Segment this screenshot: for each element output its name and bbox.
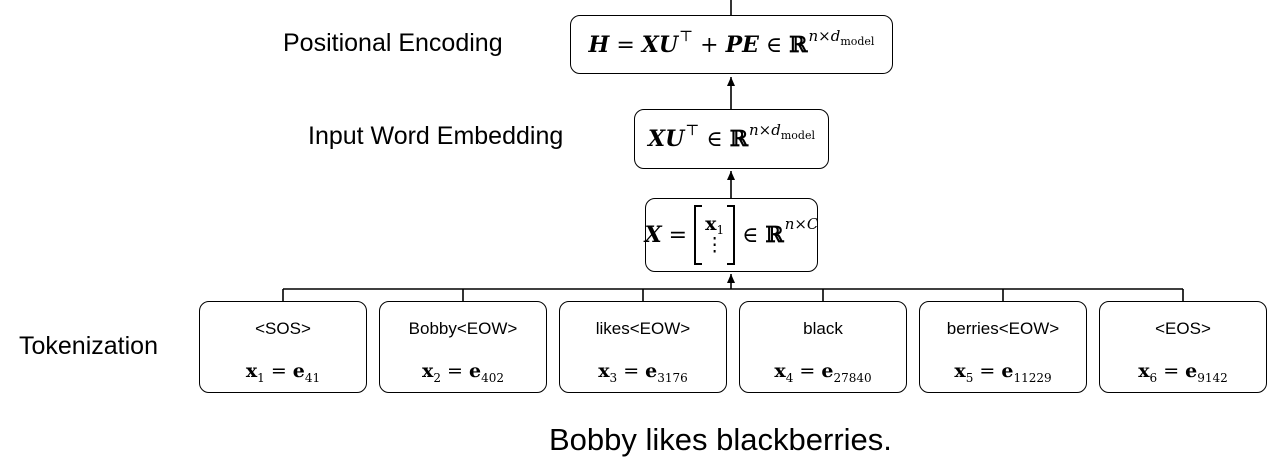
pe-model: model <box>840 34 875 48</box>
positional-encoding-label: Positional Encoding <box>283 29 503 57</box>
positional-encoding-box: H = XU⊤ + PE ∈ ℝn×dmodel <box>570 15 893 74</box>
token-box: likes<EOW> x3 = e3176 <box>559 301 727 393</box>
pe-lhs: H <box>588 31 610 58</box>
pe-term: PE <box>725 31 759 58</box>
token-label: black <box>803 319 843 338</box>
token-box: black x4 = e27840 <box>739 301 907 393</box>
emb-in: ∈ <box>699 127 730 152</box>
mat-vdots: ⋮ <box>705 234 725 256</box>
mat-entry: x <box>705 213 717 235</box>
token-matrix: x1 ⋮ <box>694 205 736 265</box>
token-box: berries<EOW> x5 = e11229 <box>919 301 1087 393</box>
token-label: <EOS> <box>1155 319 1211 338</box>
left-bracket <box>694 205 703 265</box>
emb-xu: XU <box>648 126 685 152</box>
pe-transpose: ⊤ <box>679 26 694 45</box>
token-label: berries<EOW> <box>946 319 1060 338</box>
token-box: Bobby<EOW> x2 = e402 <box>379 301 547 393</box>
token-formula: x5 = e11229 <box>954 360 1052 385</box>
emb-reals: ℝ <box>729 126 748 152</box>
input-embedding-box: XU⊤ ∈ ℝn×dmodel <box>634 109 829 169</box>
token-formula: x2 = e402 <box>422 360 504 385</box>
pe-eq: = <box>609 32 642 58</box>
mat-eq: = <box>661 222 695 248</box>
input-word-embedding-label: Input Word Embedding <box>308 122 564 150</box>
pe-d: d <box>830 26 841 45</box>
input-embedding-formula: XU⊤ ∈ ℝn×dmodel <box>648 121 815 152</box>
pe-times: × <box>818 26 831 45</box>
mat-sup: n×C <box>784 215 819 233</box>
pe-reals: ℝ <box>789 31 808 58</box>
mat-lhs: X <box>644 222 662 248</box>
token-formula: x3 = e3176 <box>598 360 688 385</box>
emb-d: d <box>771 121 781 139</box>
token-formula: x1 = e41 <box>245 360 321 385</box>
emb-n: n <box>748 121 759 139</box>
emb-model: model <box>780 129 815 142</box>
pe-n: n <box>808 26 819 45</box>
positional-encoding-formula: H = XU⊤ + PE ∈ ℝn×dmodel <box>588 27 875 58</box>
emb-transpose: ⊤ <box>685 121 700 139</box>
mat-entry-sub: 1 <box>716 223 725 237</box>
sentence-caption: Bobby likes blackberries. <box>549 422 892 457</box>
token-formula: x6 = e9142 <box>1138 360 1228 385</box>
token-label: Bobby<EOW> <box>408 319 518 338</box>
pe-plus: + <box>693 32 726 58</box>
right-bracket <box>727 205 736 265</box>
token-label: likes<EOW> <box>595 319 691 338</box>
token-box: <EOS> x6 = e9142 <box>1099 301 1267 393</box>
token-label: <SOS> <box>255 319 311 338</box>
emb-times: × <box>758 121 772 139</box>
pe-in: ∈ <box>758 32 790 58</box>
mat-in: ∈ <box>735 222 766 248</box>
token-box: <SOS> x1 = e41 <box>199 301 367 393</box>
pe-xu: XU <box>641 31 679 58</box>
token-formula: x4 = e27840 <box>774 360 872 385</box>
tokenization-label: Tokenization <box>19 332 158 360</box>
mat-reals: ℝ <box>765 222 784 248</box>
